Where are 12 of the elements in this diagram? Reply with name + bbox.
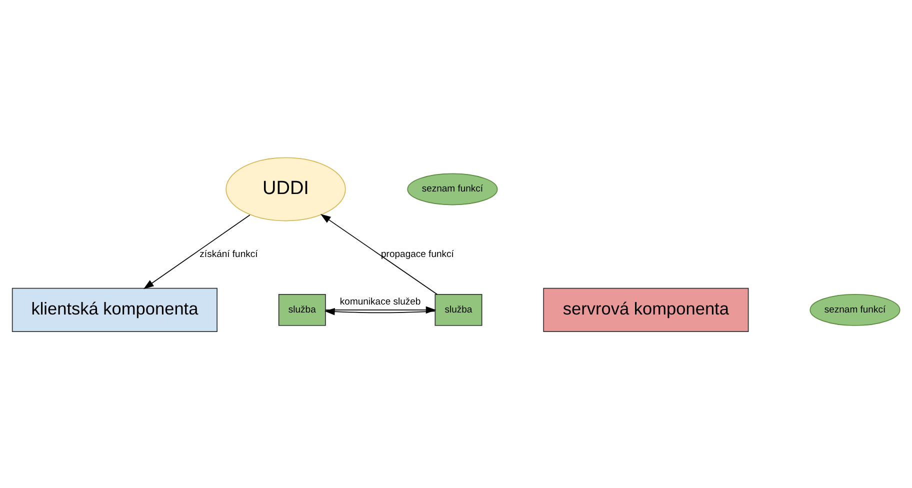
arrow [143,214,250,289]
edge-label: získání funkcí [200,248,258,260]
node-ellipse: seznam funkcí [810,293,900,326]
node-box: služba [278,293,326,326]
node-ellipse: UDDI [226,156,346,221]
edge-label: propagace funkcí [381,248,454,260]
node-box: servrová komponenta [543,287,749,332]
edge-label: komunikace služeb [340,296,421,308]
node-box: klientská komponenta [12,287,218,332]
arrow [320,214,438,294]
node-box: služba [434,293,482,326]
node-ellipse: seznam funkcí [407,172,498,205]
